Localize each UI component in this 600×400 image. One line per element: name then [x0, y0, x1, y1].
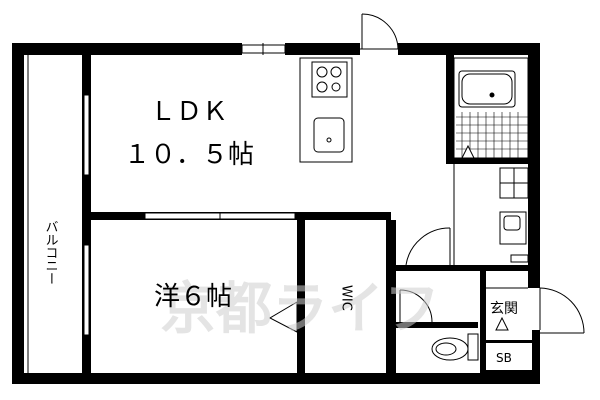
ldk-label: ＬＤＫ — [150, 97, 228, 127]
door-top — [360, 13, 399, 50]
balcony-label: バルコニー — [43, 220, 59, 285]
kitchen-counter — [299, 57, 353, 163]
sliding-door — [144, 212, 296, 220]
bathroom — [453, 57, 529, 159]
toilet — [431, 333, 479, 361]
window-bed-left — [83, 244, 90, 336]
wic-door-triangle — [268, 301, 298, 333]
entrance-triangle — [495, 316, 509, 331]
bathroom-door-triangle — [461, 144, 475, 159]
ldk-size: １０．５帖 — [124, 140, 254, 170]
entrance-label: 玄関 — [490, 300, 518, 317]
wic-label: WIC — [339, 285, 354, 311]
watermark: 京都ライフ — [160, 277, 440, 342]
toilet-door — [399, 289, 433, 323]
washroom — [453, 164, 529, 265]
bedroom-label: 洋６帖 — [154, 282, 232, 312]
window-top — [241, 43, 286, 55]
entrance-door — [539, 287, 585, 334]
window-ldk-left — [83, 94, 90, 176]
shoe-box-label: SB — [496, 351, 512, 365]
washroom-door — [405, 227, 451, 266]
bathroom-floor-tile — [456, 112, 528, 158]
